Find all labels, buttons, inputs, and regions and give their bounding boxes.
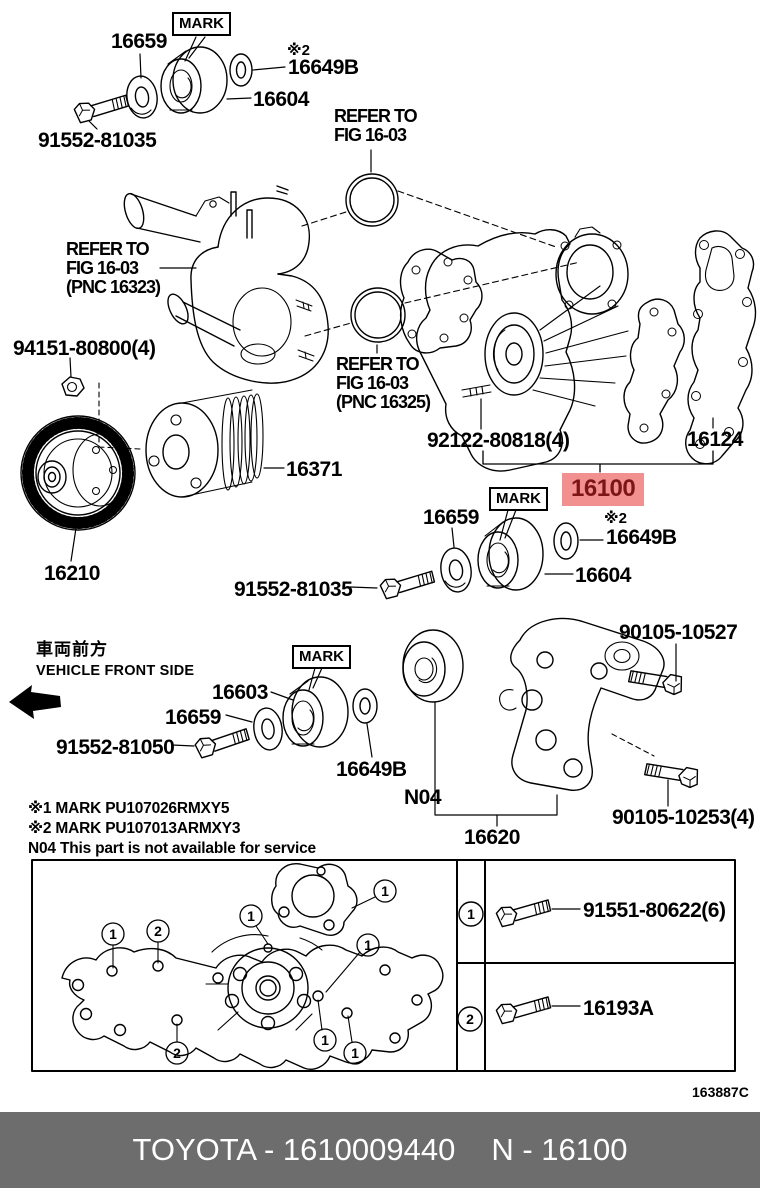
front-side-arrow xyxy=(9,685,61,719)
callout-1: 1 xyxy=(351,1045,359,1061)
top-seal-washer-drawing xyxy=(229,53,253,87)
part-label-16659-mid: 16659 xyxy=(423,506,479,529)
table-bolt-rows: 1 2 xyxy=(457,899,581,1032)
callout-1: 1 xyxy=(247,908,255,924)
refer-oring-line3: (PNC 16325) xyxy=(336,392,431,412)
mid-seal-washer-drawing xyxy=(553,522,579,560)
refer-note-inlet: REFER TO FIG 16-03 (PNC 16323) xyxy=(66,239,161,297)
table-row2-badge: 2 xyxy=(466,1011,474,1027)
callout-2: 2 xyxy=(154,923,162,939)
callout-2: 2 xyxy=(173,1045,181,1061)
mid-bolt-drawing xyxy=(378,570,437,600)
tensioner-bolt-upper-drawing xyxy=(627,643,686,698)
ref-mark-2-top: ※2 xyxy=(287,42,310,59)
part-label-94151-80800: 94151-80800(4) xyxy=(13,337,156,360)
footer-bar: TOYOTA - 1610009440 N - 16100 xyxy=(0,1112,760,1188)
refer-oring-line1: REFER TO xyxy=(336,354,420,374)
footer-part-code: N - 16100 xyxy=(491,1132,628,1167)
part-label-16604-mid: 16604 xyxy=(575,564,631,587)
part-label-16620: 16620 xyxy=(464,826,520,849)
part-label-16659-low: 16659 xyxy=(165,706,221,729)
mark-box-low: MARK xyxy=(292,645,351,669)
water-pump-assembly-drawing xyxy=(399,226,757,473)
mid-cluster-leader-lines xyxy=(349,509,604,589)
idler-pulley-drawing xyxy=(402,629,464,703)
low-bolt-drawing xyxy=(193,727,252,760)
part-label-90105-10253: 90105-10253(4) xyxy=(612,806,755,829)
assembly-axis-dashed-lines xyxy=(301,190,581,337)
low-washer-drawing xyxy=(253,707,283,751)
refer-inlet-line2: FIG 16-03 xyxy=(66,258,139,278)
top-bolt-drawing xyxy=(72,94,131,124)
refer-inlet-line3: (PNC 16323) xyxy=(66,277,161,297)
refer-inlet-line1: REFER TO xyxy=(66,239,150,259)
top-washer-drawing xyxy=(126,75,158,119)
table-row1-badge: 1 xyxy=(467,906,475,922)
front-side-label-en: VEHICLE FRONT SIDE xyxy=(36,663,195,679)
callout-1: 1 xyxy=(321,1032,329,1048)
o-ring-lower-drawing xyxy=(350,287,406,354)
belt-tensioner-assembly-drawing xyxy=(434,617,665,827)
mid-tensioner-pulley-drawing xyxy=(477,517,544,591)
part-label-16649B-top: 16649B xyxy=(288,56,359,79)
footnote-mark2: ※2 MARK PU107013ARMXY3 xyxy=(28,820,241,837)
footnote-n04: N04 This part is not available for servi… xyxy=(28,840,316,857)
footer-catalog-code: TOYOTA - 1610009440 xyxy=(132,1132,456,1167)
part-label-16649B-mid: 16649B xyxy=(606,526,677,549)
part-label-92122-80818: 92122-80818(4) xyxy=(427,429,570,452)
part-label-91552-81035-mid: 91552-81035 xyxy=(234,578,353,601)
part-label-16659-top: 16659 xyxy=(111,30,167,53)
refer-oring-line2: FIG 16-03 xyxy=(336,373,409,393)
table-gasket-diagram xyxy=(61,863,444,1070)
o-ring-upper-drawing xyxy=(345,149,399,227)
part-label-90105-10527: 90105-10527 xyxy=(619,621,738,644)
callout-1: 1 xyxy=(109,926,117,942)
part-label-16603: 16603 xyxy=(212,681,268,704)
table-callout-badges: 1 2 1 1 1 1 1 2 xyxy=(101,879,397,1065)
parts-table-borders xyxy=(31,859,736,1072)
part-label-N04: N04 xyxy=(404,786,442,809)
mark-box-top: MARK xyxy=(172,12,231,36)
part-label-91552-81050: 91552-81050 xyxy=(56,736,175,759)
low-tensioner-pulley-drawing xyxy=(282,676,349,748)
highlighted-part-16100: 16100 xyxy=(562,473,645,506)
top-tensioner-pulley-drawing xyxy=(160,46,228,114)
ref-mark-2-mid: ※2 xyxy=(604,510,627,527)
fan-clutch-drawing xyxy=(20,415,136,562)
part-label-16124: 16124 xyxy=(687,428,743,451)
mid-washer-drawing xyxy=(440,547,472,593)
part-label-16604-top: 16604 xyxy=(253,88,309,111)
part-label-16649B-low: 16649B xyxy=(336,758,407,781)
refer-top-line2: FIG 16-03 xyxy=(334,125,407,145)
refer-note-oring: REFER TO FIG 16-03 (PNC 16325) xyxy=(336,354,431,412)
low-seal-washer-drawing xyxy=(352,688,378,724)
part-label-16210: 16210 xyxy=(44,562,100,585)
refer-note-top: REFER TO FIG 16-03 xyxy=(334,106,418,145)
footnote-mark1: ※1 MARK PU107026RMXY5 xyxy=(28,800,230,817)
callout-1: 1 xyxy=(381,883,389,899)
table-part-16193A: 16193A xyxy=(583,997,654,1020)
figure-code: 163887C xyxy=(692,1084,749,1100)
refer-top-line1: REFER TO xyxy=(334,106,418,126)
tensioner-bolt-lower-drawing xyxy=(643,754,702,807)
water-pump-pulley-drawing xyxy=(145,389,285,498)
water-inlet-housing-drawing xyxy=(123,185,329,384)
table-part-91551-80622: 91551-80622(6) xyxy=(583,899,726,922)
mark-box-mid: MARK xyxy=(489,487,548,511)
low-cluster-leader-lines xyxy=(171,667,373,758)
callout-1: 1 xyxy=(364,937,372,953)
part-label-16371: 16371 xyxy=(286,458,342,481)
top-cluster-leader-lines xyxy=(88,36,286,130)
front-side-label-jp: 車両前方 xyxy=(36,640,108,659)
part-label-91552-81035-top: 91552-81035 xyxy=(38,129,157,152)
